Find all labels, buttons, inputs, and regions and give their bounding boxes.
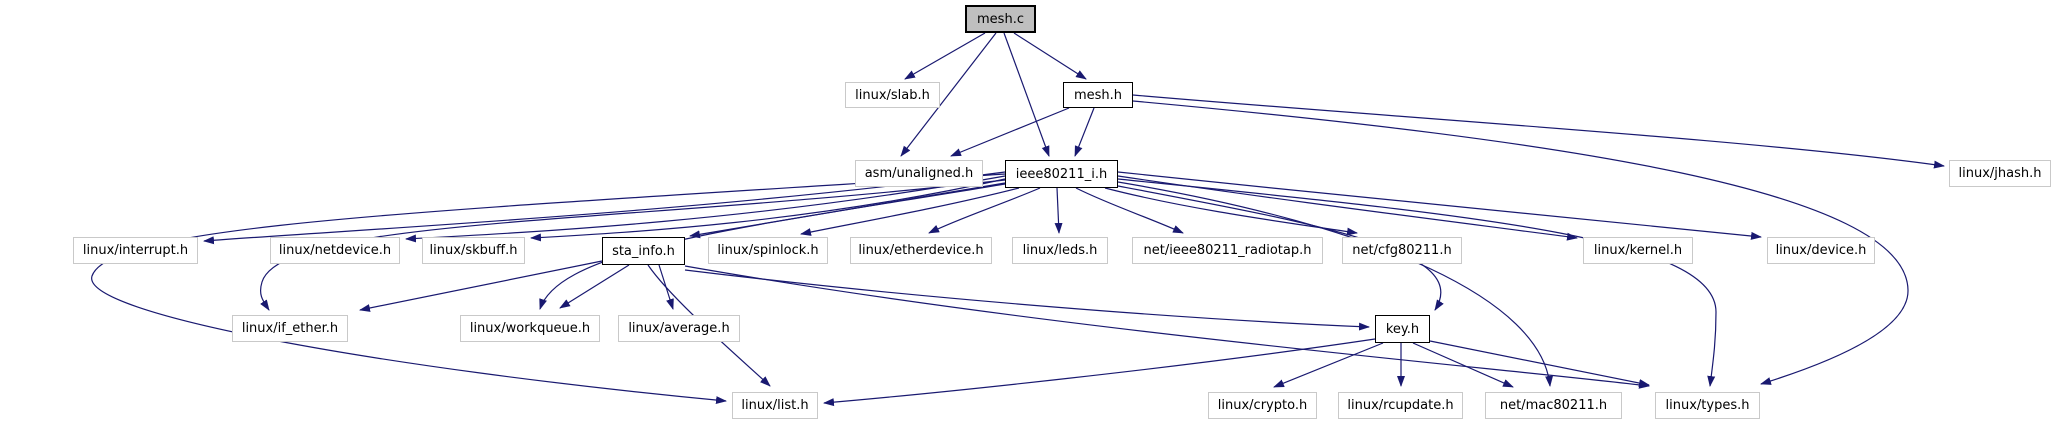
node-linux-types-h: linux/types.h [1655, 392, 1760, 419]
edge-ieee--net-ieee80211-radiotap-h [1075, 187, 1184, 234]
node-mesh-h[interactable]: mesh.h [1063, 82, 1133, 108]
edge-key--linux-list-h [823, 338, 1376, 407]
node-linux-jhash-h: linux/jhash.h [1949, 160, 2051, 187]
edge-ieee--net-mac80211-h [1117, 181, 1554, 387]
node-linux-device-h: linux/device.h [1767, 237, 1875, 264]
node-linux-crypto-h: linux/crypto.h [1208, 392, 1317, 419]
node-sta-info-h[interactable]: sta_info.h [602, 237, 685, 265]
node-key-h[interactable]: key.h [1375, 315, 1430, 343]
edge-sta-info--key-h [684, 269, 1370, 331]
node-linux-list-h: linux/list.h [732, 392, 818, 419]
edge-mesh-c--mesh-h [1013, 32, 1087, 80]
node-linux-slab-h: linux/slab.h [845, 82, 940, 108]
edge-sta-info--linux-workqueue-h [559, 264, 630, 309]
edge-mesh-h--asm-unaligned-h [950, 107, 1070, 157]
node-mesh-c: mesh.c [965, 5, 1036, 33]
node-linux-kernel-h: linux/kernel.h [1583, 237, 1693, 264]
node-linux-workqueue-h: linux/workqueue.h [460, 315, 600, 342]
edge-ieee--linux-interrupt-h [203, 171, 1006, 245]
edge-ieee--linux-etherdevice-h [928, 187, 1041, 234]
edge-ieee--linux-leds-h [1054, 187, 1063, 234]
node-linux-skbuff-h: linux/skbuff.h [422, 237, 525, 264]
edge-mesh-c--ieee80211-i-h [1003, 32, 1050, 157]
edge-mesh-h--ieee80211-i-h [1074, 107, 1095, 157]
node-linux-if-ether-h: linux/if_ether.h [232, 315, 348, 342]
edge-ieee--net-cfg80211-h [1104, 187, 1358, 236]
edge-mesh-h--linux-jhash-h [1132, 94, 1945, 169]
edge-key--linux-types-h [1429, 340, 1650, 387]
edge-ieee--linux-kernel-h [1117, 175, 1578, 241]
edge-key--net-mac80211-h [1412, 342, 1514, 388]
node-net-mac80211-h: net/mac80211.h [1485, 392, 1622, 419]
node-ieee80211-i-h[interactable]: ieee80211_i.h [1005, 160, 1118, 188]
node-asm-unaligned-h: asm/unaligned.h [855, 160, 983, 187]
node-linux-average-h: linux/average.h [618, 315, 740, 342]
node-net-cfg80211-h: net/cfg80211.h [1342, 237, 1462, 264]
edge-ieee--linux-skbuff-h [530, 178, 1006, 242]
node-linux-interrupt-h: linux/interrupt.h [73, 237, 198, 264]
edge-sta-info--linux-if-ether-h [359, 260, 603, 312]
edge-ieee--linux-netdevice-h [405, 175, 1006, 243]
node-net-ieee80211-radiotap-h: net/ieee80211_radiotap.h [1132, 237, 1323, 264]
edge-key--linux-crypto-h [1273, 342, 1384, 388]
edge-mesh-c--asm-unaligned-h [900, 32, 997, 157]
node-linux-rcupdate-h: linux/rcupdate.h [1338, 392, 1463, 419]
edge-ieee--linux-device-h [1117, 171, 1762, 240]
node-linux-spinlock-h: linux/spinlock.h [708, 237, 828, 264]
edge-mesh-c--linux-slab-h [904, 32, 986, 80]
edge-ieee--linux-list-h [91, 173, 1006, 405]
edge-ieee--linux-spinlock-h [800, 187, 1020, 236]
edge-mesh-h--linux-types-h [1132, 100, 1909, 385]
edge-sta-info--linux-types-h [684, 265, 1650, 389]
node-linux-leds-h: linux/leds.h [1012, 237, 1108, 264]
node-linux-netdevice-h: linux/netdevice.h [270, 237, 400, 264]
node-linux-etherdevice-h: linux/etherdevice.h [850, 237, 992, 264]
